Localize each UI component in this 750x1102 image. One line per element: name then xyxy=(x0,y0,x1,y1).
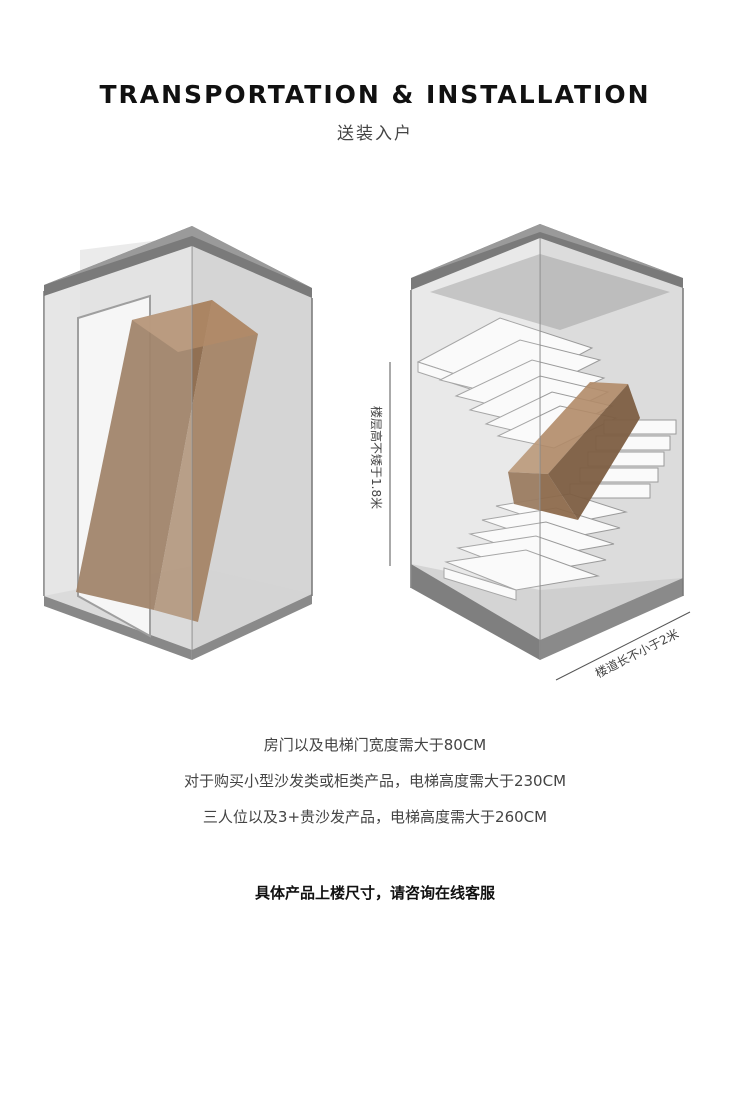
note-large-sofa: 三人位以及3+贵沙发产品，电梯高度需大于260CM xyxy=(202,808,548,826)
note-door-width: 房门以及电梯门宽度需大于80CM xyxy=(263,736,487,754)
page-title: TRANSPORTATION & INSTALLATION xyxy=(99,80,651,109)
length-dimension-line xyxy=(555,611,691,681)
elevator-box-illustration xyxy=(43,226,313,660)
length-dimension-label: 楼道长不小于2米 xyxy=(593,626,681,681)
contact-note: 具体产品上楼尺寸，请咨询在线客服 xyxy=(254,884,495,902)
note-small-sofa: 对于购买小型沙发类或柜类产品，电梯高度需大于230CM xyxy=(183,772,567,790)
notes-list: 房门以及电梯门宽度需大于80CM 对于购买小型沙发类或柜类产品，电梯高度需大于2… xyxy=(0,736,750,844)
page-subtitle: 送装入户 xyxy=(337,124,413,144)
installation-illustration: 楼层高不矮于1.8米 楼道长不小于2米 xyxy=(43,224,691,681)
height-dimension-label: 楼层高不矮于1.8米 xyxy=(369,406,384,509)
staircase-box-illustration xyxy=(410,224,684,660)
